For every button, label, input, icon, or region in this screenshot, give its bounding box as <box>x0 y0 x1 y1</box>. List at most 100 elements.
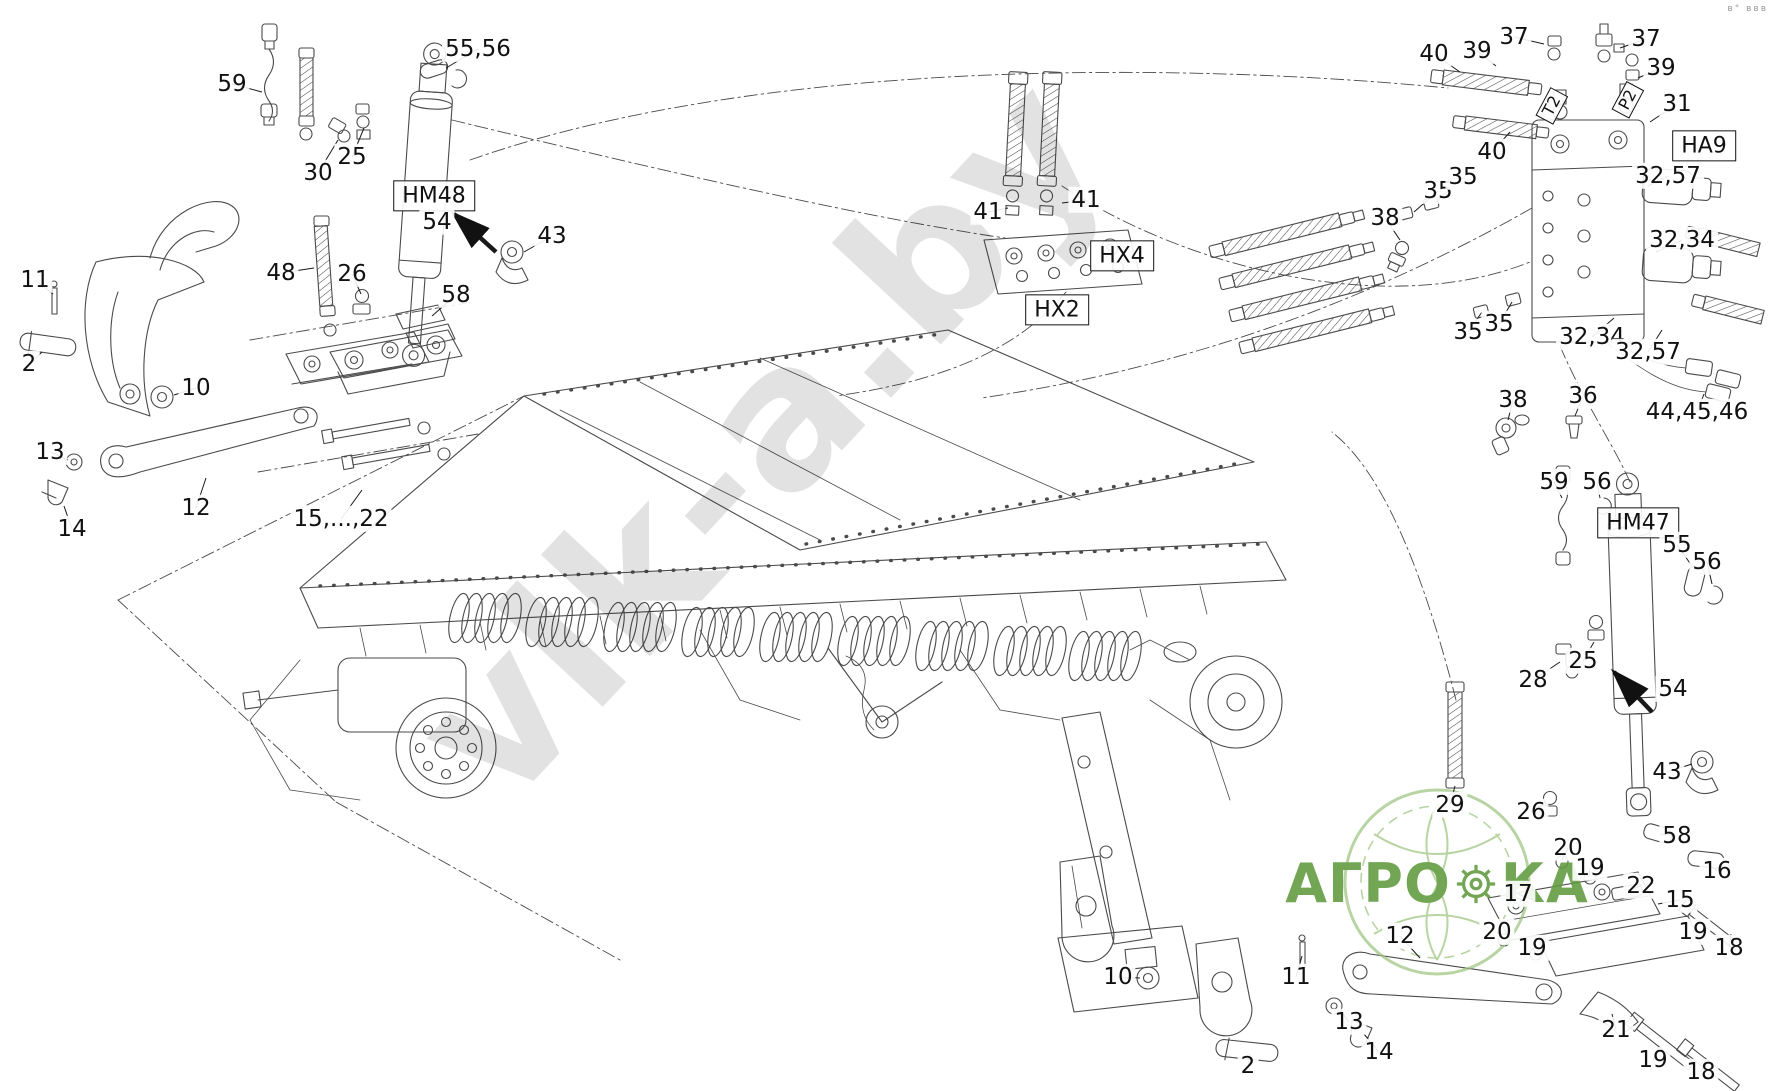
part-label-54: 54 <box>1655 675 1691 703</box>
part-label-58: 58 <box>438 281 474 309</box>
part-label-22: 22 <box>1623 872 1659 900</box>
part-label-32-57: 32,57 <box>1612 338 1684 366</box>
part-label-32-57: 32,57 <box>1632 162 1704 190</box>
part-label-56: 56 <box>1579 468 1615 496</box>
hose-48 <box>313 215 337 337</box>
part-label-HM47: HM47 <box>1597 507 1679 539</box>
hose-fitting-30 <box>298 47 351 143</box>
part-label-21: 21 <box>1598 1016 1634 1044</box>
part-label-59: 59 <box>1536 468 1572 496</box>
fitting-38-lower <box>1491 414 1530 456</box>
part-label-56: 56 <box>1689 548 1725 576</box>
part-label-15-22: 15,...,22 <box>290 505 392 533</box>
part-label-37: 37 <box>1496 23 1532 51</box>
part-label-41: 41 <box>1068 186 1104 214</box>
linkage-15-22 <box>249 301 479 473</box>
center-linkages <box>699 629 1061 739</box>
part-label-12: 12 <box>1382 922 1418 950</box>
part-label-39: 39 <box>1459 37 1495 65</box>
part-label-39: 39 <box>1643 54 1679 82</box>
washer-10-left <box>150 385 174 409</box>
part-label-HX4: HX4 <box>1090 240 1154 272</box>
arm-12-left <box>100 406 318 478</box>
part-label-59: 59 <box>214 70 250 98</box>
plates-58-left <box>395 304 456 349</box>
part-label-16: 16 <box>1699 857 1735 885</box>
part-label-2: 2 <box>1237 1052 1259 1080</box>
part-label-20: 20 <box>1550 834 1586 862</box>
part-label-18: 18 <box>1683 1058 1719 1086</box>
part-label-14: 14 <box>54 515 90 543</box>
part-label-14: 14 <box>1361 1038 1397 1066</box>
part-label-26: 26 <box>334 260 370 288</box>
logo-text-left: АГРО <box>1285 852 1451 915</box>
right-shackle <box>1195 934 1306 1037</box>
plug-36 <box>1565 415 1583 439</box>
part-label-43: 43 <box>1649 758 1685 786</box>
hose-bundle-35-38 <box>1208 209 1396 355</box>
part-label-11: 11 <box>17 266 53 294</box>
part-label-10: 10 <box>1100 963 1136 991</box>
part-label-30: 30 <box>300 159 336 187</box>
part-label-32-34: 32,34 <box>1646 226 1718 254</box>
manifold-hx2 <box>983 229 1143 295</box>
part-label-35: 35 <box>1450 318 1486 346</box>
part-label-28: 28 <box>1515 666 1551 694</box>
part-label-55: 55 <box>1659 531 1695 559</box>
part-label-20: 20 <box>1479 918 1515 946</box>
part-label-35: 35 <box>1481 310 1517 338</box>
bolt-13-14-left <box>41 453 83 506</box>
part-label-11: 11 <box>1278 963 1314 991</box>
part-label-18: 18 <box>1711 934 1747 962</box>
arm-12-right <box>1342 951 1562 1005</box>
part-label-40: 40 <box>1474 138 1510 166</box>
part-label-2: 2 <box>18 350 40 378</box>
part-label-T2: T2 <box>1535 87 1569 125</box>
rotor-drive-assembly <box>242 657 497 801</box>
part-label-29: 29 <box>1432 791 1468 819</box>
part-label-55-56: 55,56 <box>442 35 514 63</box>
part-label-38: 38 <box>1367 204 1403 232</box>
corner-marks: в° ввв <box>1727 4 1768 14</box>
part-label-54: 54 <box>419 208 455 236</box>
cylinder-mount-bracket <box>329 329 463 395</box>
part-label-19: 19 <box>1635 1046 1671 1074</box>
part-label-P2: P2 <box>1611 81 1645 119</box>
part-label-HM48: HM48 <box>393 180 475 212</box>
part-label-48: 48 <box>263 259 299 287</box>
part-label-19: 19 <box>1675 918 1711 946</box>
sensor-cable-59 <box>260 23 278 126</box>
pin-2-left <box>19 280 77 357</box>
part-label-15: 15 <box>1662 886 1698 914</box>
part-label-12: 12 <box>178 494 214 522</box>
hoses-41 <box>1002 71 1063 216</box>
part-label-19: 19 <box>1572 854 1608 882</box>
part-label-41: 41 <box>970 198 1006 226</box>
part-label-17: 17 <box>1500 880 1536 908</box>
part-label-38: 38 <box>1495 386 1531 414</box>
fitting-26-left <box>352 288 371 315</box>
part-label-43: 43 <box>534 222 570 250</box>
right-end-plate <box>1129 639 1283 749</box>
part-label-37: 37 <box>1628 25 1664 53</box>
part-label-25: 25 <box>1565 647 1601 675</box>
right-support-legs <box>1057 699 1231 1013</box>
part-label-40: 40 <box>1416 40 1452 68</box>
part-label-HA9: HA9 <box>1672 130 1736 162</box>
part-label-HX2: HX2 <box>1025 294 1089 326</box>
part-label-26: 26 <box>1513 798 1549 826</box>
fitting-25-right <box>1587 614 1605 641</box>
part-label-19: 19 <box>1514 934 1550 962</box>
part-label-35: 35 <box>1445 163 1481 191</box>
part-label-13: 13 <box>32 438 68 466</box>
snap-ring-56-lower <box>1707 585 1724 605</box>
left-mount-bracket <box>84 201 240 417</box>
gear-icon <box>1456 864 1496 903</box>
center-shackle <box>1059 855 1115 963</box>
part-label-44-45-46: 44,45,46 <box>1642 398 1752 426</box>
part-label-31: 31 <box>1659 90 1695 118</box>
part-label-58: 58 <box>1659 822 1695 850</box>
part-label-25: 25 <box>334 143 370 171</box>
